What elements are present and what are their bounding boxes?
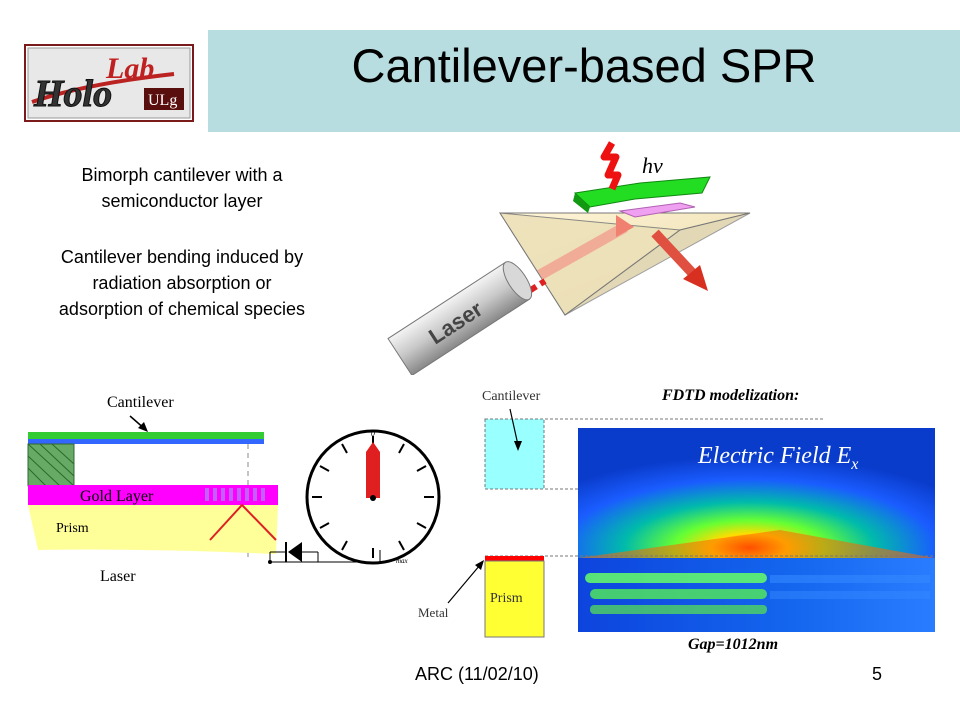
- laser-path: [209, 503, 277, 541]
- circuit-node: [268, 560, 272, 564]
- fdtd-heading: FDTD modelization:: [661, 387, 799, 404]
- bullet-bimorph: Bimorph cantilever with a semiconductor …: [22, 162, 342, 214]
- bullet-bending-line3: adsorption of chemical species: [58, 299, 306, 319]
- cantilever-green-layer: [28, 432, 264, 439]
- field-label: Electric Field Ex: [697, 443, 858, 473]
- plasmon-ripples: [205, 488, 265, 501]
- laser-aperture: [502, 261, 533, 301]
- metal-layer: [485, 556, 544, 561]
- cantilever-gauge-diagram: Cantilever Gold Layer Prism Laser: [20, 380, 460, 590]
- cantilever-pointer-arrow: [138, 422, 148, 432]
- gold-layer-label: Gold Layer: [80, 488, 154, 505]
- bullet-bimorph-line1: Bimorph cantilever with a: [81, 165, 283, 185]
- gauge-pivot: [370, 495, 376, 501]
- gauge-needle: [366, 442, 380, 498]
- cantilever-edge: [573, 193, 590, 213]
- fdtd-section: FDTD modelization: Cantilever Electric F…: [400, 375, 950, 660]
- prism-side-face: [564, 212, 751, 316]
- prism-label: Prism: [56, 521, 89, 536]
- gauge-ticks: [312, 436, 434, 558]
- bullet-bending-line2: radiation absorption or: [92, 273, 272, 293]
- bullet-bimorph-line2: semiconductor layer: [101, 191, 263, 211]
- holo-lab-logo: Holo Lab ULg: [24, 44, 194, 122]
- fdtd-cantilever-pointer: [509, 408, 519, 446]
- metal-pad: [618, 202, 696, 218]
- incident-beam-arrowhead: [616, 215, 634, 237]
- prism-block: [28, 505, 278, 554]
- spr-setup-diagram: hν Laser: [380, 135, 780, 377]
- fdtd-prism-label: Prism: [490, 591, 523, 606]
- fdtd-prism-block: [484, 560, 545, 638]
- incident-beam: [537, 222, 628, 280]
- laser-bottom-label: Laser: [100, 568, 136, 585]
- gauge-max-label: max: [396, 557, 409, 565]
- diode-icon: [288, 542, 302, 562]
- cantilever-shape: [573, 176, 711, 208]
- support-hatch: [27, 443, 75, 487]
- fdtd-cantilever-label: Cantilever: [482, 389, 541, 404]
- hv-label: hν: [642, 153, 663, 178]
- page-number: 5: [872, 664, 883, 684]
- logo-holo-text: Holo: [33, 73, 112, 115]
- metal-pointer-arrow: [475, 560, 484, 570]
- cantilever-blue-layer: [28, 439, 264, 444]
- photon-wave-icon: [600, 141, 622, 191]
- title-band: [208, 30, 960, 132]
- logo-lab-text: Lab: [105, 52, 154, 85]
- cantilever-label: Cantilever: [107, 394, 174, 411]
- gauge-zero-label: 0: [371, 429, 375, 438]
- footer-date: ARC (11/02/10): [415, 664, 539, 684]
- metal-label: Metal: [418, 605, 449, 620]
- logo-badge-text: ULg: [148, 92, 177, 109]
- gap-label: Gap=1012nm: [688, 636, 778, 653]
- reflected-beam: [651, 229, 700, 281]
- metal-pointer: [447, 564, 481, 604]
- field-fringes: [585, 573, 930, 614]
- reflected-beam-arrowhead: [683, 265, 708, 291]
- field-hotspot: [578, 530, 935, 558]
- fdtd-cantilever-arrow: [514, 441, 522, 451]
- slide-title: Cantilever-based SPR: [351, 39, 817, 92]
- bullet-bending-line1: Cantilever bending induced by: [60, 247, 304, 267]
- bullet-bending: Cantilever bending induced by radiation …: [22, 244, 342, 322]
